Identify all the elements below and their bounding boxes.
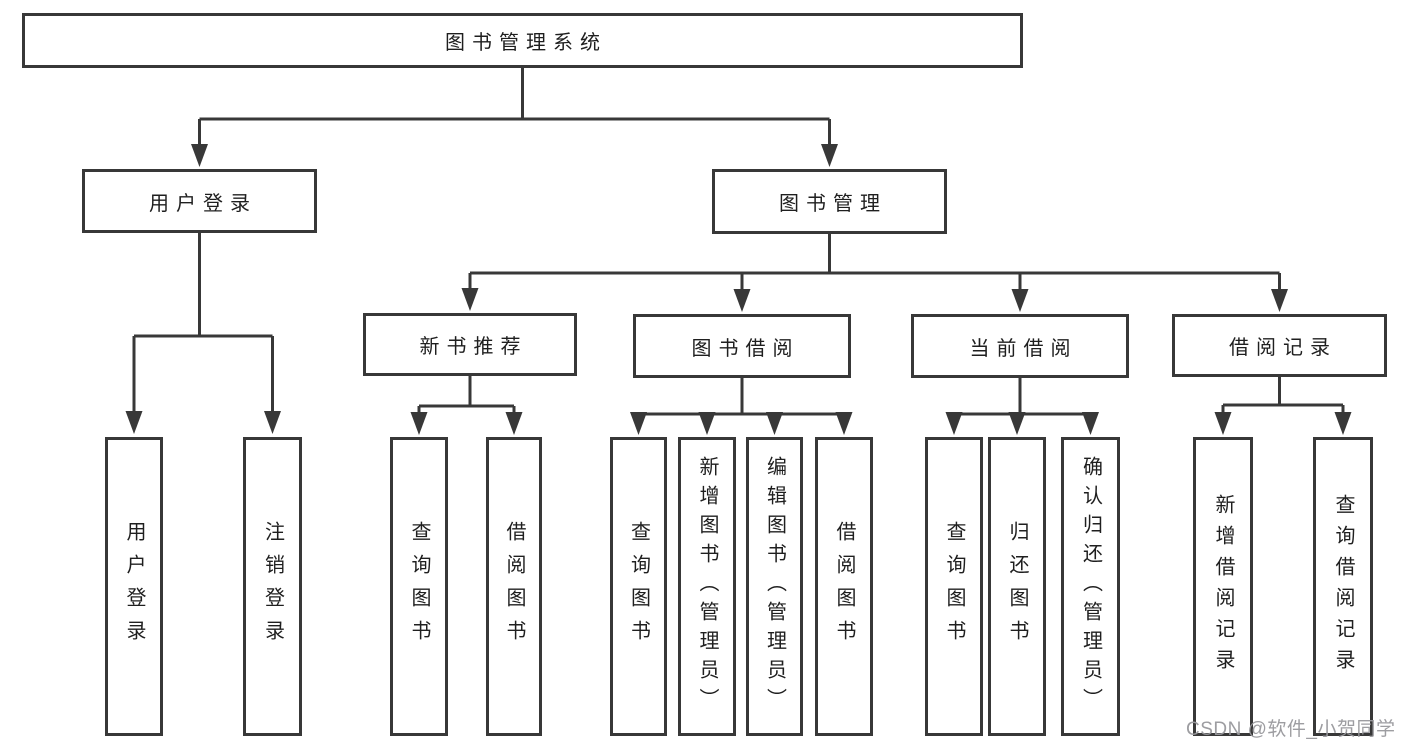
leaf-cb-return-books: 归还图书 xyxy=(988,437,1046,736)
leaf-br-add-record: 新增借阅记录 xyxy=(1193,437,1253,736)
node-book-management-label: 图书管理 xyxy=(779,193,887,215)
node-book-borrow: 图书借阅 xyxy=(633,314,851,378)
leaf-logout-login: 注销登录 xyxy=(243,437,302,736)
connector-new-book-children xyxy=(410,376,523,435)
node-book-management: 图书管理 xyxy=(712,169,947,234)
leaf-user-login: 用户登录 xyxy=(105,437,163,736)
node-new-book-recommend-label: 新书推荐 xyxy=(419,336,528,358)
connector-current-borrow-children xyxy=(945,378,1099,435)
connector-book-management-children xyxy=(461,234,1288,312)
leaf-bb-query-books: 查询图书 xyxy=(610,437,667,736)
connector-borrow-records-children xyxy=(1214,377,1352,435)
leaf-bb-edit-books-admin: 编辑图书（管理员） xyxy=(746,437,803,736)
connector-root-to-level2 xyxy=(191,68,838,167)
node-user-login: 用户登录 xyxy=(82,169,317,233)
connector-user-login-children xyxy=(125,233,281,434)
node-library-system-label: 图书管理系统 xyxy=(445,32,607,54)
node-current-borrow-label: 当前借阅 xyxy=(969,337,1078,360)
leaf-bb-borrow-books: 借阅图书 xyxy=(815,437,873,736)
node-current-borrow: 当前借阅 xyxy=(911,314,1129,378)
node-user-login-label: 用户登录 xyxy=(149,192,257,215)
leaf-cb-query-books: 查询图书 xyxy=(925,437,983,736)
watermark: CSDN @软件_小贺同学 xyxy=(1186,719,1396,740)
connector-book-borrow-children xyxy=(630,378,853,435)
node-book-borrow-label: 图书借阅 xyxy=(691,337,800,360)
node-borrow-records-label: 借阅记录 xyxy=(1229,337,1337,359)
leaf-br-query-record: 查询借阅记录 xyxy=(1313,437,1373,736)
leaf-nb-query-books: 查询图书 xyxy=(390,437,448,736)
node-library-system: 图书管理系统 xyxy=(22,13,1023,68)
node-new-book-recommend: 新书推荐 xyxy=(363,313,577,376)
node-borrow-records: 借阅记录 xyxy=(1172,314,1387,377)
leaf-bb-add-books-admin: 新增图书（管理员） xyxy=(678,437,736,736)
leaf-cb-confirm-return-admin: 确认归还（管理员） xyxy=(1061,437,1120,736)
leaf-nb-borrow-books: 借阅图书 xyxy=(486,437,542,736)
